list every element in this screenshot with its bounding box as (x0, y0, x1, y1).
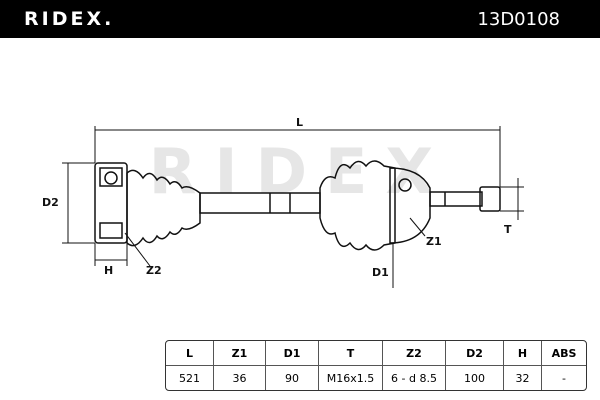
drive-shaft-drawing: RIDEX (62, 126, 524, 288)
cell-L: 521 (166, 366, 214, 390)
spec-table: L Z1 D1 T Z2 D2 H ABS 521 36 90 M16x1.5 … (165, 340, 587, 391)
cell-D1: 90 (266, 366, 319, 390)
col-D1: D1 (266, 341, 319, 366)
boot-left (126, 169, 201, 247)
table-row: 521 36 90 M16x1.5 6 - d 8.5 100 32 - (166, 366, 586, 390)
cell-T: M16x1.5 (319, 366, 383, 390)
col-Z2: Z2 (383, 341, 446, 366)
col-Z1: Z1 (214, 341, 266, 366)
label-H: H (104, 264, 114, 277)
threaded-end (479, 186, 501, 212)
label-Z1: Z1 (426, 235, 442, 248)
col-ABS: ABS (542, 341, 586, 366)
brand-logo: RIDEX. (24, 8, 115, 30)
stub-axle (429, 191, 483, 207)
col-L: L (166, 341, 214, 366)
label-Z2: Z2 (146, 264, 162, 277)
label-D1: D1 (372, 266, 389, 279)
table-header-row: L Z1 D1 T Z2 D2 H ABS (166, 341, 586, 366)
inner-joint-right (389, 167, 431, 244)
col-D2: D2 (446, 341, 504, 366)
col-H: H (504, 341, 542, 366)
cell-H: 32 (504, 366, 542, 390)
label-D2: D2 (42, 196, 59, 209)
watermark: RIDEX (149, 135, 451, 208)
cell-Z2: 6 - d 8.5 (383, 366, 446, 390)
cell-Z1: 36 (214, 366, 266, 390)
col-T: T (319, 341, 383, 366)
part-number: 13D0108 (477, 9, 560, 30)
header-bar: RIDEX. 13D0108 (0, 0, 600, 38)
cell-ABS: - (562, 371, 566, 385)
label-T: T (504, 223, 512, 236)
label-L: L (296, 116, 304, 129)
cell-D2: 100 (446, 366, 504, 390)
